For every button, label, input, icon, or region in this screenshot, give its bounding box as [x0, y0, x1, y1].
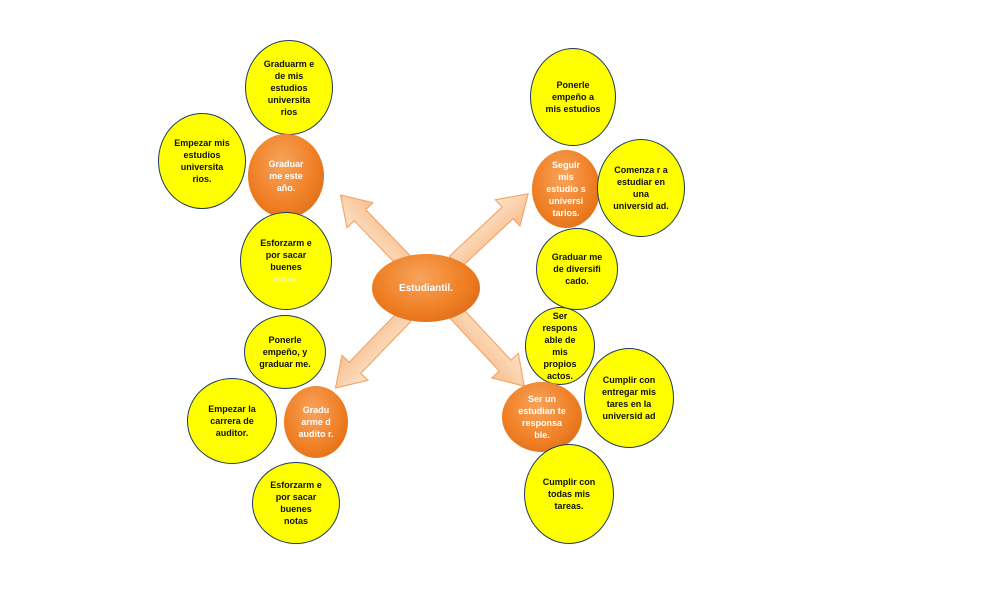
leaf-node: Graduarm e de mis estudios universita ri…: [245, 40, 333, 135]
branch-node: Graduar me este año.: [248, 134, 324, 218]
leaf-node: Ser respons able de mis propios actos.: [525, 307, 595, 385]
leaf-node: Esforzarm e por sacar buenes notas: [252, 462, 340, 544]
branch-node: Ser un estudian te responsa ble.: [502, 382, 582, 452]
center-label: Estudiantil.: [399, 282, 453, 294]
arrow-top-right: [448, 193, 529, 269]
branch-node: Seguir mis estudio s universi tarios.: [532, 150, 600, 228]
leaf-node: Cumplir con todas mis tareas.: [524, 444, 614, 544]
arrow-bottom-left: [334, 309, 412, 389]
leaf-node: Cumplir con entregar mis tares en la uni…: [584, 348, 674, 448]
leaf-node: Ponerle empeño, y graduar me.: [244, 315, 326, 389]
center-node: Estudiantil.: [372, 254, 480, 322]
leaf-node: Comenza r a estudiar en una universid ad…: [597, 139, 685, 237]
leaf-node: Esforzarm e por sacar buenes notas.: [240, 212, 332, 310]
leaf-node: Graduar me de diversifi cado.: [536, 228, 618, 310]
leaf-node: Empezar mis estudios universita rios.: [158, 113, 246, 209]
arrow-bottom-right: [449, 306, 525, 387]
branch-node: Gradu arme d audito r.: [284, 386, 348, 458]
leaf-node: Empezar la carrera de auditor.: [187, 378, 277, 464]
arrow-top-left: [339, 194, 417, 274]
leaf-node: Ponerle empeño a mis estudios: [530, 48, 616, 146]
